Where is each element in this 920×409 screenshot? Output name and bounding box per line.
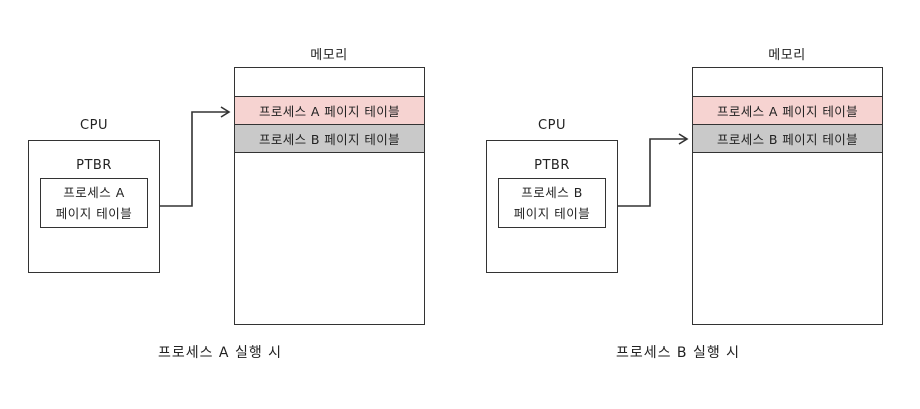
caption: 프로세스 B 실행 시: [615, 345, 741, 361]
caption: 프로세스 A 실행 시: [157, 345, 283, 361]
cpu-label: CPU: [538, 118, 566, 133]
ptbr-value-line1: 프로세스 B: [521, 185, 583, 200]
diagram-process-b: CPU PTBR 프로세스 B 페이지 테이블 메모리 프로세스 A 페이지 테…: [458, 0, 918, 409]
memory-row-process-a-page-table: 프로세스 A 페이지 테이블: [234, 96, 425, 125]
ptbr-register: 프로세스 A 페이지 테이블: [40, 178, 148, 228]
memory-row-process-a-page-table: 프로세스 A 페이지 테이블: [692, 96, 883, 125]
memory-row-process-b-page-table: 프로세스 B 페이지 테이블: [692, 124, 883, 153]
memory-row-process-b-page-table: 프로세스 B 페이지 테이블: [234, 124, 425, 153]
memory-label: 메모리: [768, 48, 806, 63]
ptbr-label: PTBR: [76, 158, 112, 173]
memory-label: 메모리: [310, 48, 348, 63]
ptbr-register: 프로세스 B 페이지 테이블: [498, 178, 606, 228]
ptbr-value-line2: 페이지 테이블: [513, 206, 591, 221]
ptbr-label: PTBR: [534, 158, 570, 173]
ptbr-value-line2: 페이지 테이블: [55, 206, 133, 221]
ptbr-pointer-arrow-b: [606, 133, 689, 207]
cpu-label: CPU: [80, 118, 108, 133]
ptbr-value-line1: 프로세스 A: [63, 185, 125, 200]
diagram-process-a: CPU PTBR 프로세스 A 페이지 테이블 메모리 프로세스 A 페이지 테…: [28, 48, 425, 361]
